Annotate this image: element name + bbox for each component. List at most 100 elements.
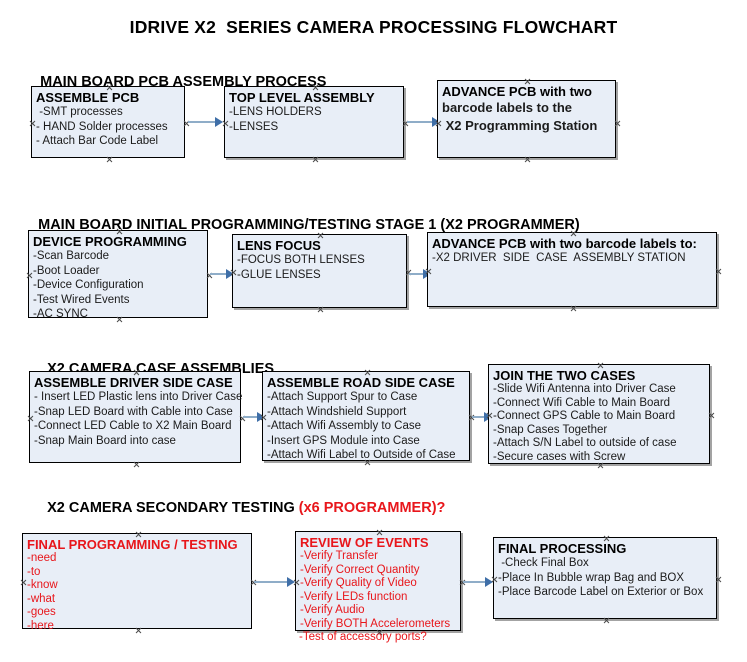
connection-handle-top[interactable] [116,228,123,235]
node-line: -Attach Support Spur to Case [267,391,418,403]
connection-handle-top[interactable] [364,369,371,376]
arrow-shaft [188,121,215,123]
node-advance-pcb-driver-station[interactable]: ADVANCE PCB with two barcode labels to: … [427,232,717,307]
connection-handle-left[interactable] [425,268,432,275]
node-line: -Attach Wifi Assembly to Case [267,420,422,433]
node-line: -AC SYNC [33,308,88,321]
node-final-programming-testing[interactable]: FINAL PROGRAMMING / TESTING -need -to -k… [20,531,252,632]
connection-handle-left[interactable] [27,415,34,422]
connection-handle-left[interactable] [222,120,229,127]
node-line: -Scan Barcode [33,250,110,262]
connection-handle-bottom[interactable] [603,617,610,624]
connection-handle-top[interactable] [106,84,113,91]
node-line: - HAND Solder processes [36,120,168,133]
connection-handle-left[interactable] [293,579,300,586]
node-line: -Verify Quality of Video [300,577,417,590]
node-line: -GLUE LENSES [237,268,321,281]
node-title: JOIN THE TWO CASES [493,368,636,383]
connection-handle-bottom[interactable] [106,156,113,163]
node-device-programming[interactable]: DEVICE PROGRAMMING -Scan Barcode -Boot L… [26,228,208,320]
node-advance-pcb-programming-station[interactable]: ADVANCE PCB with two barcode labels to t… [437,80,616,158]
node-line: -what [27,592,56,605]
node-line: -X2 DRIVER SIDE CASE ASSEMBLY STATION [432,252,686,264]
connection-handle-top[interactable] [524,78,531,85]
connection-handle-right[interactable] [708,412,715,419]
connection-handle-bottom[interactable] [317,306,324,313]
connection-handle-top[interactable] [603,535,610,542]
connection-handle-top[interactable] [317,232,324,239]
node-line: -SMT processes [36,106,123,118]
node-line: -Secure cases with Screw [493,450,626,463]
connection-handle-bottom[interactable] [135,627,142,634]
node-line: -Device Configuration [33,279,144,292]
node-line: -Verify LEDs function [300,590,408,603]
node-title: DEVICE PROGRAMMING [33,234,187,249]
node-line: -Snap Main Board into case [34,434,176,447]
node-final-processing[interactable]: FINAL PROCESSING -Check Final Box -Place… [493,537,717,619]
node-line: -Place Barcode Label on Exterior or Box [498,586,704,599]
connection-handle-top[interactable] [597,362,604,369]
section-header-secondary-testing: X2 CAMERA SECONDARY TESTING (x6 PROGRAMM… [31,484,445,532]
node-assemble-road-side-case[interactable]: ASSEMBLE ROAD SIDE CASE -Attach Support … [262,371,470,461]
node-top-level-assembly[interactable]: TOP LEVEL ASSEMBLY -LENS HOLDERS -LENSES [224,86,404,158]
node-title: TOP LEVEL ASSEMBLY [229,90,375,105]
arrow-shaft [254,581,287,583]
connection-handle-bottom[interactable] [116,316,123,323]
node-line: -Place In Bubble wrap Bag and BOX [498,571,685,584]
arrow-final-programming-to-review-events [254,577,295,587]
connection-handle-bottom[interactable] [312,156,319,163]
node-review-of-events[interactable]: REVIEW OF EVENTS -Verify Transfer -Verif… [295,531,461,631]
node-title: LENS FOCUS [237,238,321,253]
connection-handle-bottom[interactable] [364,459,371,466]
node-assemble-driver-side-case[interactable]: ASSEMBLE DRIVER SIDE CASE - Insert LED P… [27,369,242,463]
node-line: -Snap Cases Together [493,423,608,436]
node-title: ASSEMBLE DRIVER SIDE CASE [34,375,233,390]
node-line: -Verify Audio [300,604,365,617]
connection-handle-right[interactable] [715,268,722,275]
node-line: barcode labels to the [442,100,573,115]
arrow-shaft [409,273,423,275]
node-line: -Check Final Box [498,557,589,569]
node-title: FINAL PROCESSING [498,541,627,556]
section-header-text: X2 CAMERA SECONDARY TESTING [47,500,299,516]
connection-handle-left[interactable] [435,120,442,127]
node-title: ASSEMBLE ROAD SIDE CASE [267,375,455,390]
arrow-shaft [407,121,432,123]
connection-handle-top[interactable] [133,369,140,376]
node-line: -Attach Wifi Label to Outside of Case [267,449,456,462]
page-title: IDRIVE X2 SERIES CAMERA PROCESSING FLOWC… [129,17,618,37]
node-line: -LENSES [229,120,279,133]
node-line: -LENS HOLDERS [229,106,322,118]
connection-handle-bottom[interactable] [133,461,140,468]
connection-handle-bottom[interactable] [570,305,577,312]
node-line: -Verify Transfer [300,550,378,562]
node-line: X2 Programming Station [442,118,598,133]
node-join-the-two-cases[interactable]: JOIN THE TWO CASES -Slide Wifi Antenna i… [488,364,710,464]
connection-handle-bottom[interactable] [524,156,531,163]
section-header-accent: (x6 PROGRAMMER)? [298,500,446,516]
node-line: -to [27,565,41,578]
node-line: -Snap LED Board with Cable into Case [34,405,233,418]
connection-handle-left[interactable] [486,412,493,419]
node-line: -know [27,579,58,592]
connection-handle-left[interactable] [29,120,36,127]
connection-handle-top[interactable] [376,529,383,536]
connection-handle-top[interactable] [312,84,319,91]
node-title: ASSEMBLE PCB [36,90,140,105]
connection-handle-left[interactable] [26,272,33,279]
connection-handle-top[interactable] [135,531,142,538]
connection-handle-left[interactable] [260,414,267,421]
connection-handle-right[interactable] [614,120,621,127]
connection-handle-left[interactable] [491,576,498,583]
connection-handle-top[interactable] [570,230,577,237]
connection-handle-bottom[interactable] [597,462,604,469]
arrow-review-events-to-final-processing [463,577,493,587]
node-line: -Connect GPS Cable to Main Board [493,410,676,423]
node-line: -Verify Correct Quantity [300,563,420,576]
connection-handle-left[interactable] [230,269,237,276]
node-assemble-pcb[interactable]: ASSEMBLE PCB -SMT processes - HAND Solde… [31,86,185,158]
connection-handle-left[interactable] [20,579,27,586]
connection-handle-right[interactable] [715,576,722,583]
node-lens-focus[interactable]: LENS FOCUS -FOCUS BOTH LENSES -GLUE LENS… [232,234,407,308]
